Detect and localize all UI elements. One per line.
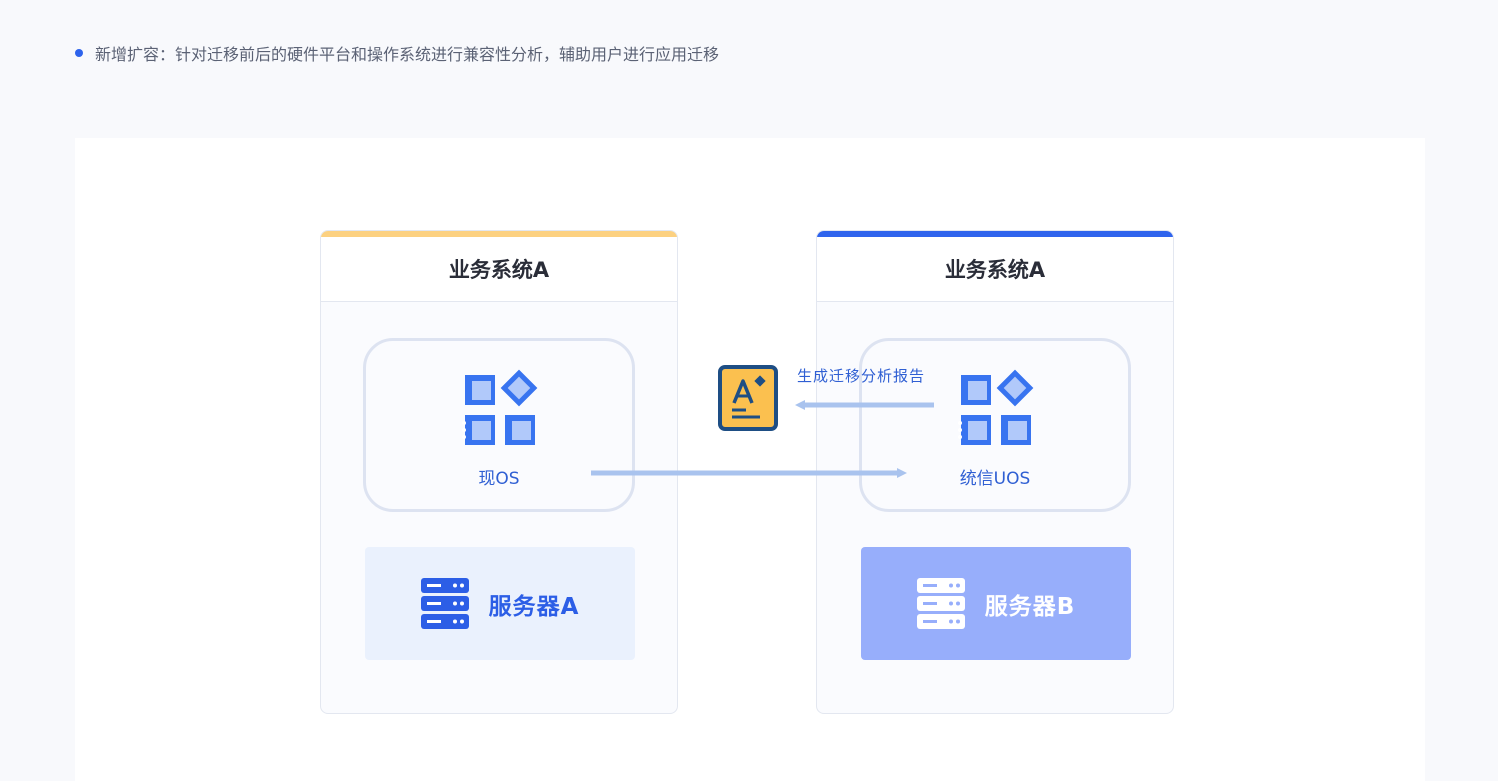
left-system-title: 业务系统A bbox=[321, 237, 677, 302]
right-system-card: 业务系统A 统信UOS bbox=[816, 230, 1174, 714]
left-card-accent-bar bbox=[321, 231, 677, 237]
intro-text: 新增扩容：针对迁移前后的硬件平台和操作系统进行兼容性分析，辅助用户进行应用迁移 bbox=[95, 45, 720, 64]
migration-arrows bbox=[591, 400, 934, 478]
right-os-box: 统信UOS bbox=[859, 338, 1131, 512]
diagram-canvas: 业务系统A 现OS bbox=[75, 138, 1425, 781]
server-rack-icon bbox=[916, 577, 965, 629]
intro-bullet: 新增扩容：针对迁移前后的硬件平台和操作系统进行兼容性分析，辅助用户进行应用迁移 bbox=[75, 42, 719, 64]
right-card-accent-bar bbox=[817, 231, 1173, 237]
apps-grid-icon bbox=[958, 369, 1034, 445]
left-server-box: 服务器A bbox=[365, 547, 635, 660]
bullet-dot bbox=[75, 49, 83, 57]
left-system-card: 业务系统A 现OS bbox=[320, 230, 678, 714]
right-system-title: 业务系统A bbox=[817, 237, 1173, 302]
report-document-icon bbox=[718, 365, 778, 431]
report-label: 生成迁移分析报告 bbox=[797, 367, 926, 385]
right-server-label: 服务器B bbox=[984, 593, 1076, 620]
apps-grid-icon bbox=[462, 369, 538, 445]
server-rack-icon bbox=[420, 577, 469, 629]
left-server-label: 服务器A bbox=[488, 593, 580, 620]
left-os-label: 现OS bbox=[478, 469, 520, 489]
right-os-label: 统信UOS bbox=[959, 469, 1031, 489]
right-server-box: 服务器B bbox=[861, 547, 1131, 660]
left-os-box: 现OS bbox=[363, 338, 635, 512]
